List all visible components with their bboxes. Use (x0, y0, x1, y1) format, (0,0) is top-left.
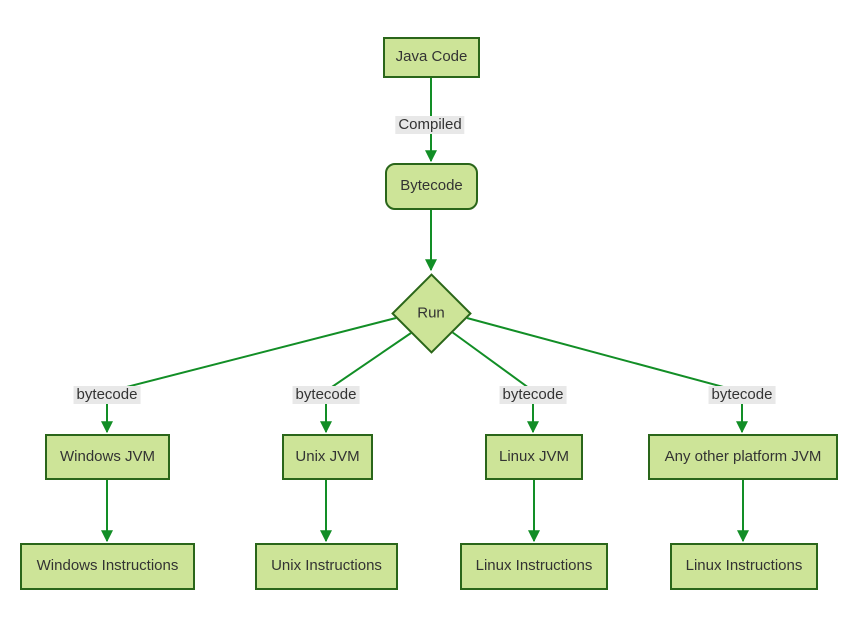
node-any-other-platform-jvm-label: Any other platform JVM (664, 447, 822, 465)
edge-label-bytecode-1: bytecode (73, 386, 141, 404)
node-linux-instructions-1: Linux Instructions (460, 543, 608, 590)
edge-run-unix-jvm (320, 332, 412, 434)
node-linux-instructions-2-label: Linux Instructions (685, 557, 803, 575)
node-run-label: Run (417, 304, 445, 322)
node-linux-instructions-1-label: Linux Instructions (475, 557, 593, 575)
node-windows-jvm-label: Windows JVM (59, 447, 156, 465)
node-unix-jvm: Unix JVM (282, 434, 373, 480)
edge-run-windows-jvm (101, 317, 397, 434)
node-bytecode: Bytecode (385, 163, 478, 210)
node-unix-jvm-label: Unix JVM (295, 447, 360, 465)
node-linux-instructions-2: Linux Instructions (670, 543, 818, 590)
node-java-code-label: Java Code (395, 48, 468, 66)
node-linux-jvm-label: Linux JVM (498, 447, 570, 465)
edge-label-bytecode-3: bytecode (499, 386, 567, 404)
edge-label-bytecode-2: bytecode (292, 386, 360, 404)
node-java-code: Java Code (383, 37, 480, 78)
node-windows-jvm: Windows JVM (45, 434, 170, 480)
node-unix-instructions-label: Unix Instructions (271, 557, 382, 575)
node-windows-instructions: Windows Instructions (20, 543, 195, 590)
node-any-other-platform-jvm: Any other platform JVM (648, 434, 838, 480)
edge-label-compiled: Compiled (395, 116, 465, 134)
node-bytecode-label: Bytecode (400, 177, 463, 195)
edge-run-linux-jvm (451, 331, 539, 434)
node-linux-jvm: Linux JVM (485, 434, 583, 480)
node-windows-instructions-label: Windows Instructions (36, 557, 179, 575)
node-unix-instructions: Unix Instructions (255, 543, 398, 590)
edge-run-any-other-jvm (466, 317, 748, 434)
edge-label-bytecode-4: bytecode (708, 386, 776, 404)
